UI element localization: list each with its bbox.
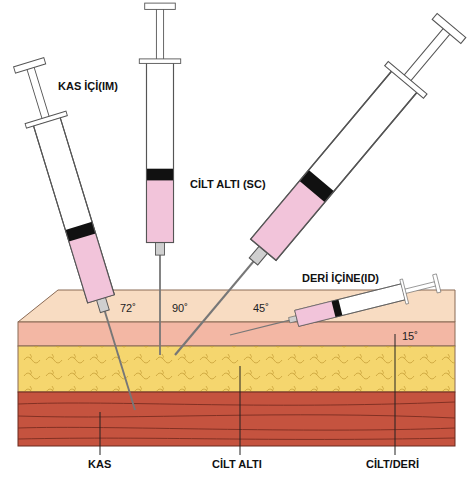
- angle-label: 72˚: [120, 302, 136, 315]
- layer-label: CİLT ALTI: [212, 458, 262, 471]
- route-label: DERİ İÇİNE(ID): [302, 272, 379, 285]
- angle-label: 45˚: [253, 302, 269, 315]
- angle-label: 15˚: [402, 330, 418, 343]
- layer-label: KAS: [88, 458, 111, 471]
- route-label: CİLT ALTI (SC): [190, 178, 266, 191]
- route-label: KAS İÇİ(IM): [58, 80, 118, 93]
- layer-label: CİLT/DERİ: [366, 458, 419, 471]
- angle-label: 90˚: [172, 302, 188, 315]
